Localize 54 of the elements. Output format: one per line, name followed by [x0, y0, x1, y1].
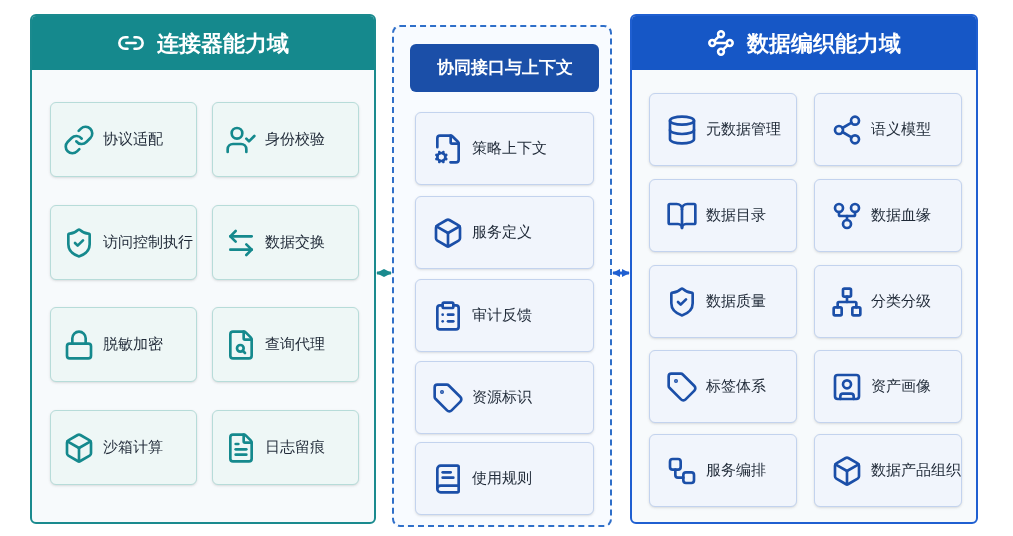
capability-card [50, 410, 197, 485]
capability-card [415, 112, 594, 185]
card-label: 服务编排 [706, 460, 766, 482]
card-label: 资源标识 [472, 387, 532, 409]
capability-card [814, 350, 962, 423]
capability-card [649, 434, 797, 507]
card-label: 标签体系 [706, 376, 766, 398]
card-label: 服务定义 [472, 222, 532, 244]
card-label: 数据目录 [706, 205, 766, 227]
capability-card [415, 279, 594, 352]
card-label: 协议适配 [103, 129, 163, 151]
card-label: 数据质量 [706, 291, 766, 313]
dashed-panel [392, 25, 612, 527]
panel-title: 数据编织能力域 [747, 29, 901, 58]
panel-title: 连接器能力域 [157, 29, 289, 58]
domain-panel [30, 14, 376, 524]
capability-card [814, 434, 962, 507]
capability-card [212, 102, 359, 177]
card-label: 沙箱计算 [103, 437, 163, 459]
capability-card [649, 265, 797, 338]
capability-card [415, 196, 594, 269]
card-label: 使用规则 [472, 468, 532, 490]
capability-card [415, 361, 594, 434]
card-label: 身份校验 [265, 129, 325, 151]
capability-card [415, 442, 594, 515]
capability-card [814, 265, 962, 338]
card-label: 查询代理 [265, 334, 325, 356]
capability-card [212, 307, 359, 382]
section-header: 协同接口与上下文 [410, 44, 599, 92]
capability-card [50, 102, 197, 177]
card-label: 数据产品组织 [871, 460, 961, 482]
capability-card [212, 410, 359, 485]
card-label: 元数据管理 [706, 119, 781, 141]
card-label: 脱敏加密 [103, 334, 163, 356]
card-label: 资产画像 [871, 376, 931, 398]
card-label: 语义模型 [871, 119, 931, 141]
card-label: 日志留痕 [265, 437, 325, 459]
card-label: 访问控制执行 [103, 232, 193, 254]
capability-card [212, 205, 359, 280]
capability-card [814, 179, 962, 252]
card-label: 数据血缘 [871, 205, 931, 227]
card-label: 分类分级 [871, 291, 931, 313]
capability-card [649, 350, 797, 423]
card-label: 策略上下文 [472, 138, 547, 160]
capability-card [814, 93, 962, 166]
double-arrow [612, 269, 630, 277]
card-label: 审计反馈 [472, 305, 532, 327]
capability-card [50, 307, 197, 382]
capability-card [649, 93, 797, 166]
capability-card [649, 179, 797, 252]
domain-panel [630, 14, 978, 524]
double-arrow [376, 269, 392, 277]
capability-card [50, 205, 197, 280]
card-label: 数据交换 [265, 232, 325, 254]
